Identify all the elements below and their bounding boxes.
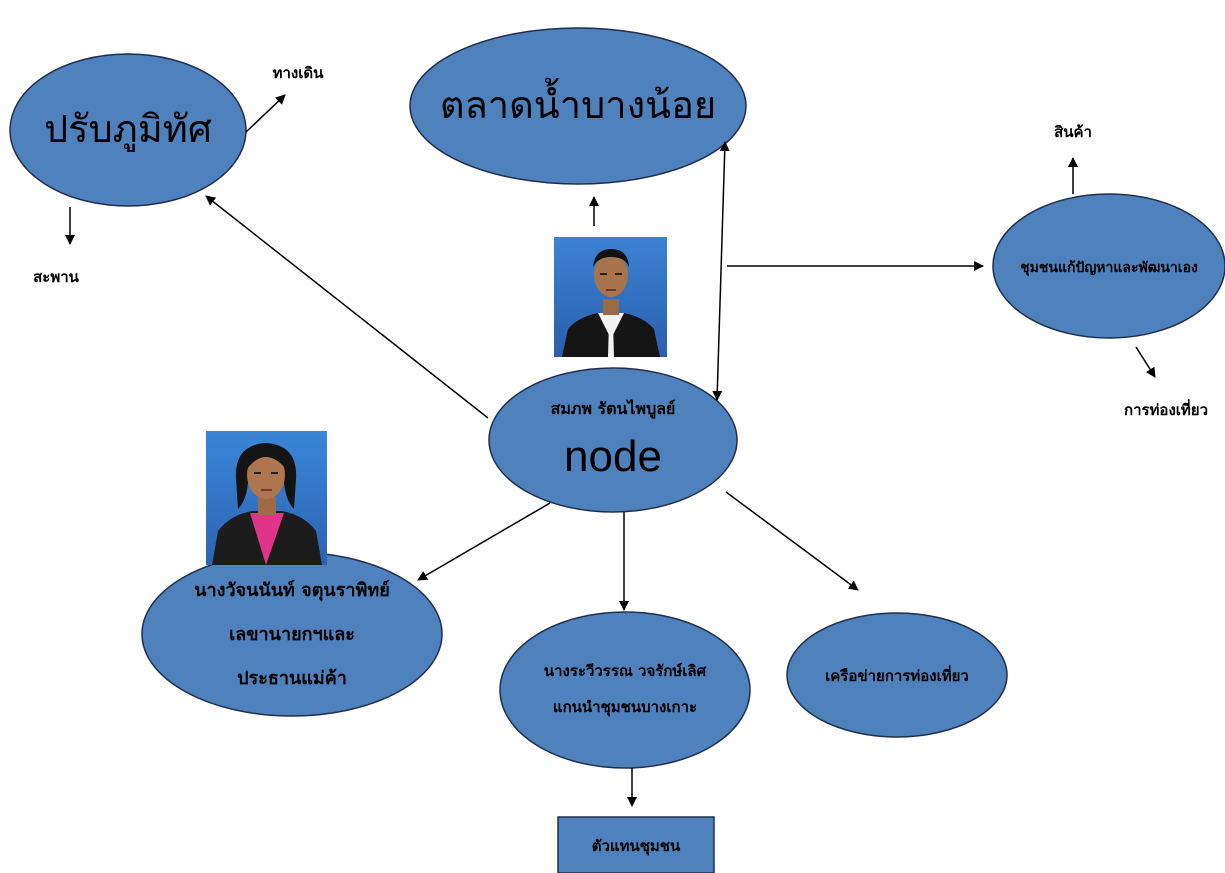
market-node xyxy=(409,27,747,185)
community-node xyxy=(992,193,1225,339)
community-title: ชุมชนแก้ปัญหาและพัฒนาเอง xyxy=(1020,260,1198,276)
middle-person-node xyxy=(499,611,751,769)
center-label: node xyxy=(564,432,662,481)
arrow-center-landscape xyxy=(205,195,489,419)
market-title: ตลาดน้ำบางน้อย xyxy=(440,77,716,127)
left-person-line-2: เลขานายกฯและ xyxy=(229,624,355,645)
middle-person-line-1: นางระวีวรรณ วจรักษ์เลิศ xyxy=(544,662,707,680)
middle-person-line-2: แกนนำชุมชนบางเกาะ xyxy=(553,698,697,717)
rep-box xyxy=(557,816,715,873)
rep-title: ตัวแทนชุมชน xyxy=(592,837,681,856)
landscape-title: ปรับภูมิทัศ xyxy=(44,107,212,152)
center-node xyxy=(488,367,738,513)
left-person-line-3: ประธานแม่ค้า xyxy=(237,668,347,689)
tourism-network-title: เครือข่ายการท่องเที่ยว xyxy=(825,665,969,685)
arrow-center-left-person xyxy=(417,502,551,581)
bridge-label: สะพาน xyxy=(33,268,80,286)
landscape-node xyxy=(9,53,247,207)
tourism-label: การท่องเที่ยว xyxy=(1124,399,1208,419)
woman-photo-icon xyxy=(206,431,327,565)
center-name: สมภพ รัตนไพบูลย์ xyxy=(551,399,676,420)
arrow-center-tourism-network xyxy=(725,491,859,591)
left-person-line-1: นางวัจนนันท์ จตุนราพิทย์ xyxy=(194,579,390,602)
goods-label: สินค้า xyxy=(1054,123,1092,141)
tourism-network-node xyxy=(786,612,1008,738)
man-photo-icon xyxy=(554,237,667,357)
arrow-landscape-walkway xyxy=(245,94,286,133)
arrow-market-center-double xyxy=(712,141,730,401)
arrow-community-tourism xyxy=(1135,346,1156,378)
walkway-label: ทางเดิน xyxy=(273,64,325,82)
